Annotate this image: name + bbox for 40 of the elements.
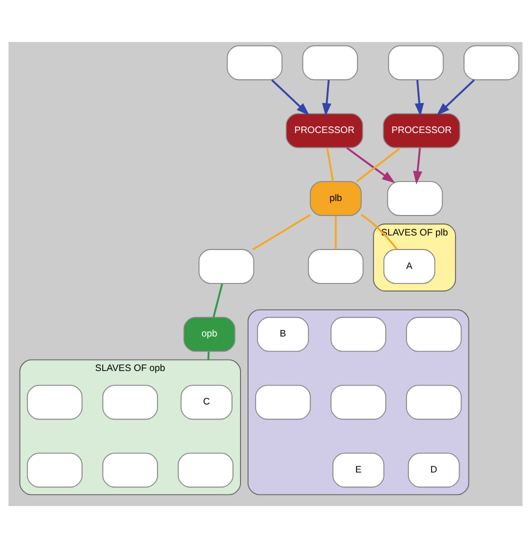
node-box: [388, 44, 444, 80]
node-box: [198, 248, 254, 284]
node-box: B: [257, 316, 309, 352]
node-box: A: [383, 248, 436, 284]
node-box: PROCESSOR: [382, 112, 460, 148]
node-box: PROCESSOR: [286, 112, 364, 148]
connector: [212, 282, 224, 318]
arrow: [414, 79, 424, 116]
connector: [334, 215, 337, 249]
node-box: opb: [183, 316, 236, 352]
connector: [326, 147, 334, 182]
node-box: [226, 44, 282, 80]
node-box: plb: [310, 180, 362, 216]
node-box: D: [408, 452, 460, 488]
node-box: [178, 452, 234, 488]
node-box: [464, 44, 520, 80]
node-box: [330, 316, 386, 352]
arrow: [436, 78, 475, 116]
cluster: [248, 308, 470, 495]
node-box: [406, 316, 462, 352]
node-box: [26, 384, 83, 420]
node-box: [26, 452, 83, 488]
connector: [356, 146, 401, 182]
node-box: C: [180, 384, 232, 420]
arrow: [413, 147, 422, 184]
node-box: E: [332, 452, 384, 488]
arrow: [322, 79, 332, 116]
node-box: [330, 384, 386, 420]
connector: [207, 351, 210, 360]
node-box: [302, 44, 358, 80]
arrow: [271, 78, 310, 116]
arrow: [346, 146, 396, 183]
node-box: [102, 384, 158, 420]
node-box: [387, 180, 443, 216]
connector: [360, 213, 398, 250]
node-box: [255, 384, 311, 420]
node-box: [406, 384, 462, 420]
node-box: [308, 248, 364, 284]
connector: [252, 214, 311, 250]
node-box: [102, 452, 158, 488]
